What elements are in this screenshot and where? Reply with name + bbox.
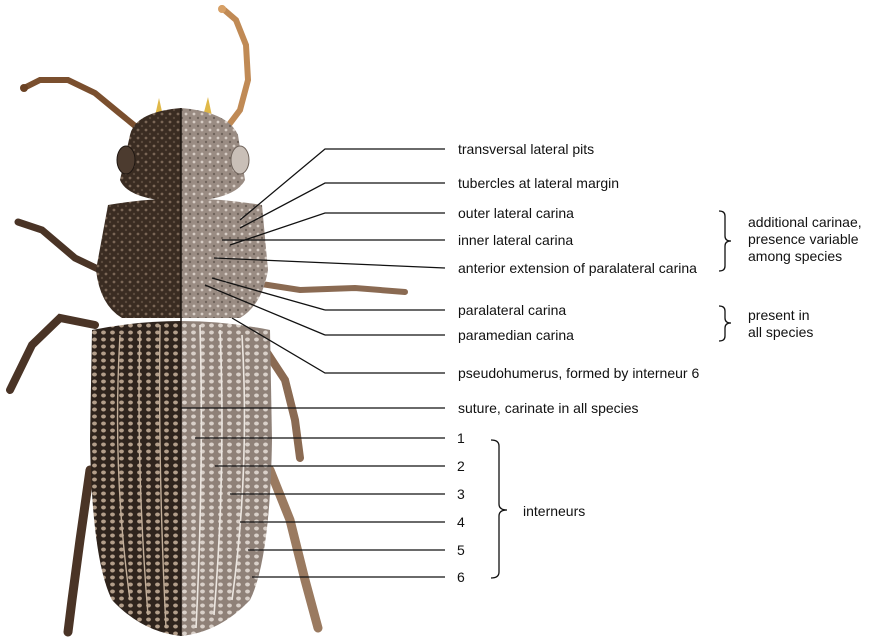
label-transversal-lateral-pits: transversal lateral pits xyxy=(458,141,594,157)
interneur-number: 6 xyxy=(457,569,465,585)
group-present-line: all species xyxy=(748,324,813,341)
interneur-number: 3 xyxy=(457,486,465,502)
antennae xyxy=(20,5,248,130)
group-present-in-all: present in all species xyxy=(748,307,813,341)
group-additional-line: among species xyxy=(748,248,862,265)
label-anterior-extension: anterior extension of paralateral carina xyxy=(458,260,697,276)
right-front-leg xyxy=(255,283,405,292)
label-suture: suture, carinate in all species xyxy=(458,400,639,416)
right-antenna xyxy=(222,8,248,130)
label-pseudohumerus: pseudohumerus, formed by interneur 6 xyxy=(458,365,699,381)
left-hind-leg xyxy=(68,470,90,632)
group-additional-line: presence variable xyxy=(748,231,862,248)
interneur-number: 1 xyxy=(457,430,465,446)
label-tubercles-lateral-margin: tubercles at lateral margin xyxy=(458,175,619,191)
group-additional-line: additional carinae, xyxy=(748,214,862,231)
brace-additional xyxy=(719,211,731,271)
label-outer-lateral-carina: outer lateral carina xyxy=(458,205,574,221)
left-eye xyxy=(117,146,135,174)
group-present-line: present in xyxy=(748,307,813,324)
group-additional-carinae: additional carinae, presence variable am… xyxy=(748,214,862,265)
brace-present xyxy=(719,306,731,341)
interneur-number: 2 xyxy=(457,458,465,474)
brace-interneurs xyxy=(491,440,507,578)
left-antenna xyxy=(24,80,140,130)
interneur-number: 4 xyxy=(457,514,465,530)
label-inner-lateral-carina: inner lateral carina xyxy=(458,232,573,248)
left-front-leg xyxy=(18,222,100,270)
group-interneurs: interneurs xyxy=(523,503,585,520)
label-paralateral-carina: paralateral carina xyxy=(458,302,566,318)
interneur-number: 5 xyxy=(457,542,465,558)
left-mid-leg xyxy=(10,318,95,390)
label-paramedian-carina: paramedian carina xyxy=(458,327,574,343)
